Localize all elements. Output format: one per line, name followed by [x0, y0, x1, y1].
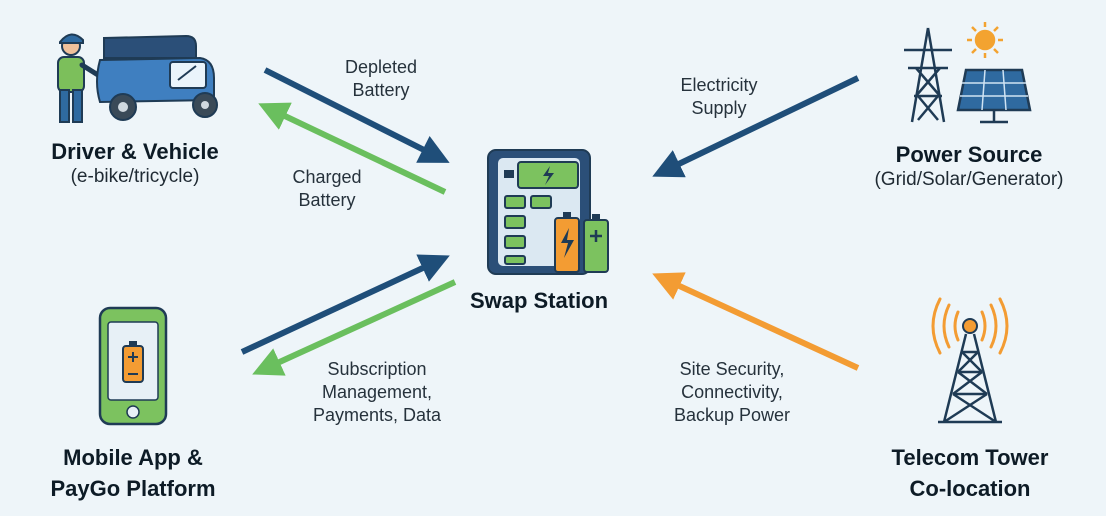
arrow-depleted-battery: [263, 67, 450, 163]
flow-label-charged: Charged Battery: [292, 167, 362, 210]
app-title: Mobile App & PayGo Platform: [50, 445, 216, 501]
driver-vehicle-icon: [57, 33, 218, 123]
driver-title: Driver & Vehicle: [51, 139, 219, 164]
power-node-label: Power Source (Grid/Solar/Generator): [838, 142, 1100, 192]
arrow-app-to-station: [240, 254, 450, 355]
flow-label-telecom: Site Security, Connectivity, Backup Powe…: [673, 359, 791, 425]
station-title: Swap Station: [469, 288, 609, 313]
tower-title: Telecom Tower Co-location: [891, 445, 1049, 501]
driver-node-label: Driver & Vehicle (e-bike/tricycle): [10, 139, 260, 189]
power-title: Power Source: [895, 142, 1043, 167]
arrow-telecom-to-station: [652, 272, 860, 371]
swap-station-icon: [487, 149, 609, 275]
arrow-station-to-app: [252, 279, 457, 376]
driver-subtitle: (e-bike/tricycle): [70, 166, 200, 187]
arrow-electricity-supply: [652, 75, 860, 178]
arrow-charged-battery: [258, 102, 447, 195]
power-source-icon: [904, 22, 1032, 124]
power-subtitle: (Grid/Solar/Generator): [874, 169, 1064, 190]
flow-label-depleted: Depleted Battery: [344, 57, 418, 100]
mobile-app-icon: [98, 306, 168, 426]
telecom-tower-icon: [931, 297, 1009, 424]
flow-label-subscription: Subscription Management, Payments, Data: [312, 359, 442, 425]
flow-label-electricity: Electricity Supply: [680, 75, 758, 118]
